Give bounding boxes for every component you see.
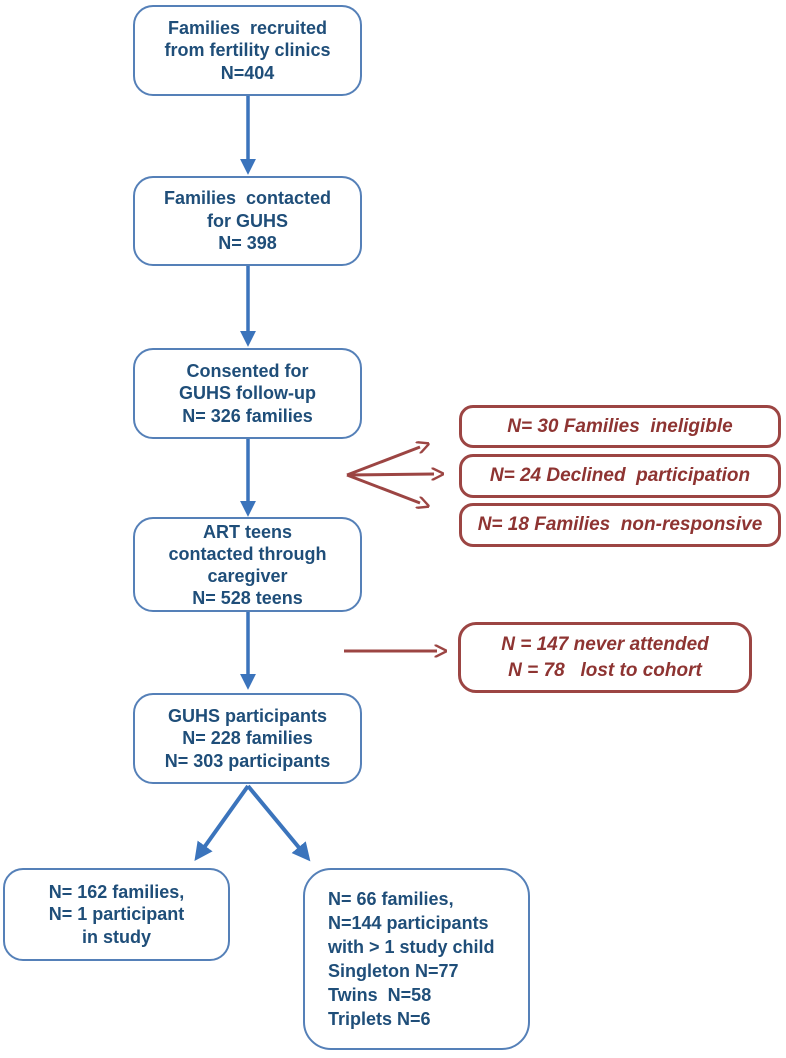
box-text-line: N= 24 Declined participation [489,465,751,486]
arrow-fork-to-ineligible [346,447,420,477]
flow-box-art-teens: ART teens contacted through caregiver N=… [133,517,362,612]
box-text-line: Families contacted [163,188,332,209]
flow-box-consented: Consented for GUHS follow-up N= 326 fami… [133,348,362,439]
box-text-line: N= 303 participants [164,750,331,771]
box-text-line: N= 18 Families non-responsive [477,514,763,535]
box-text-line: in study [81,926,151,947]
exclusion-box-nonresponsive: N= 18 Families non-responsive [459,503,781,547]
box-text-line: N= 398 [218,233,277,254]
box-text-line: Singleton N=77 [328,961,459,981]
box-text-line: contacted through [168,543,327,564]
flow-box-multi-child-families: N= 66 families, N=144 participants with … [303,868,530,1050]
arrow-participants-to-multi-child [246,784,311,862]
box-text-line: N= 528 teens [192,587,303,608]
flow-box-single-child-families: N= 162 families, N= 1 participant in stu… [3,868,230,961]
box-text-line: ART teens [202,521,292,542]
box-text-line: GUHS follow-up [179,383,316,404]
box-text-line: Consented for [186,360,309,381]
arrow-fork-to-nonresponsive [346,473,420,503]
flow-box-families-contacted: Families contacted for GUHS N= 398 [133,176,362,266]
box-text-line: caregiver [207,565,288,586]
box-text-line: Twins N=58 [328,985,432,1005]
box-text-line: N= 228 families [182,728,313,749]
box-text-line: N=404 [220,62,275,83]
box-text-line: N=144 participants [328,913,489,933]
box-text-line: N= 1 participant [48,904,185,925]
exclusion-box-attrition: N = 147 never attended N = 78 lost to co… [458,622,752,693]
box-text-line: from fertility clinics [164,40,331,61]
flow-box-families-recruited: Families recruited from fertility clinic… [133,5,362,96]
box-text-line: GUHS participants [167,705,328,726]
box-text-line: N= 162 families, [48,881,185,902]
box-text-line: N= 30 Families ineligible [507,415,733,437]
exclusion-box-declined: N= 24 Declined participation [459,454,781,498]
arrow-participants-to-single-child [194,784,250,861]
exclusion-box-ineligible: N= 30 Families ineligible [459,405,781,448]
box-text-line: for GUHS [207,210,288,231]
box-text-line: with > 1 study child [328,937,495,957]
flow-box-guhs-participants: GUHS participants N= 228 families N= 303… [133,693,362,784]
box-text-line: N = 147 never attended [501,633,709,655]
box-text-line: N = 78 lost to cohort [508,659,702,681]
box-text-line: N= 326 families [182,405,313,426]
box-text-line: Triplets N=6 [328,1009,431,1029]
arrow-fork-to-declined [346,474,434,475]
box-text-line: Families recruited [167,17,328,38]
box-text-line: N= 66 families, [328,889,454,909]
